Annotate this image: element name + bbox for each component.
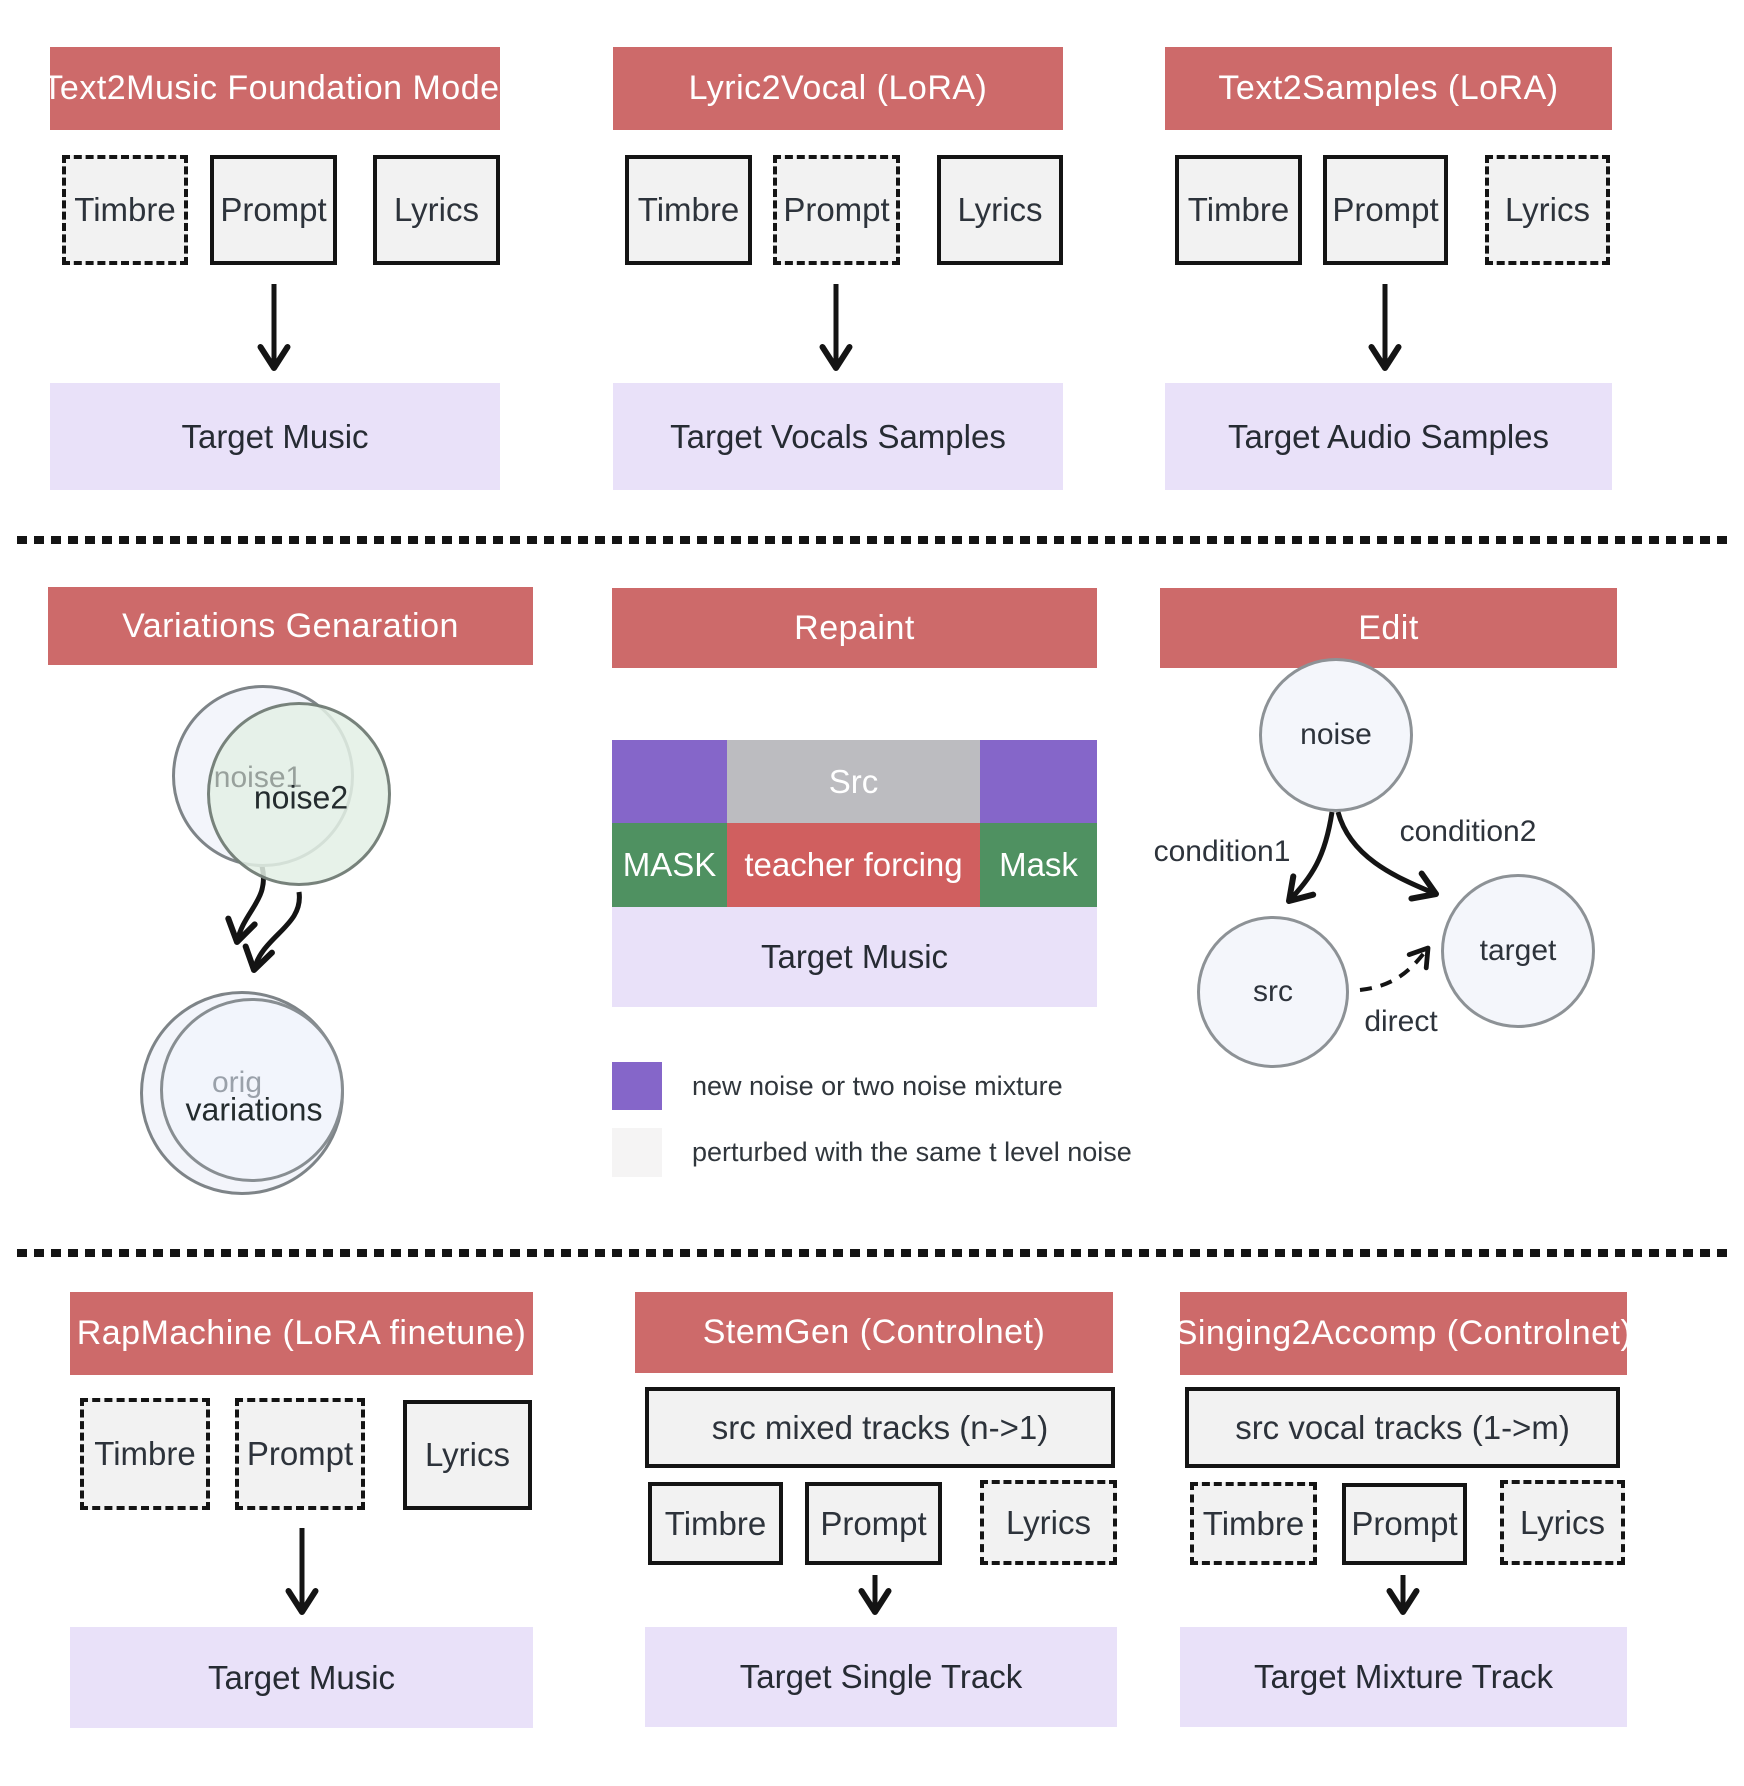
rapmachine-target: Target Music [70, 1627, 533, 1728]
edit-noise-circle [1259, 658, 1413, 812]
stemgen-lyrics-box: Lyrics [980, 1480, 1117, 1565]
lyric2vocal-target: Target Vocals Samples [613, 383, 1063, 490]
arrow-condition1 [1286, 811, 1335, 904]
stemgen-header: StemGen (Controlnet) [635, 1292, 1113, 1373]
legend-new-noise-label: new noise or two noise mixture [692, 1070, 1063, 1101]
repaint-teacher-forcing-block: teacher forcing [727, 823, 980, 907]
stemgen-prompt-box: Prompt [805, 1482, 942, 1565]
repaint-new-noise-right-block [980, 740, 1097, 823]
singing2accomp-lyrics-box: Lyrics [1500, 1480, 1625, 1565]
text2samples-timbre-box: Timbre [1175, 155, 1302, 265]
text2music-lyrics-box: Lyrics [373, 155, 500, 265]
row-divider-bottom [17, 1249, 1727, 1257]
noise2-circle [207, 702, 391, 886]
singing2accomp-header: Singing2Accomp (Controlnet) [1175, 1292, 1632, 1375]
text2samples-prompt-box: Prompt [1323, 155, 1448, 265]
condition1-label: condition1 [1153, 835, 1291, 868]
rapmachine-lyrics-box: Lyrics [403, 1400, 532, 1510]
stemgen-src-tracks-box: src mixed tracks (n->1) [645, 1387, 1115, 1468]
variations-label: variations [185, 1091, 323, 1128]
repaint-mask-right-block: Mask [980, 823, 1097, 907]
text2music-header: Text2Music Foundation Model [42, 47, 507, 130]
singing2accomp-prompt-box: Prompt [1342, 1483, 1467, 1565]
rapmachine-header: RapMachine (LoRA finetune) [70, 1292, 533, 1375]
edit-noise-label: noise [1300, 718, 1372, 751]
text2music-target: Target Music [50, 383, 500, 490]
text2samples-target: Target Audio Samples [1165, 383, 1612, 490]
repaint-mask-left-block: MASK [612, 823, 727, 907]
noise2-label: noise2 [253, 779, 349, 816]
lyric2vocal-timbre-box: Timbre [625, 155, 752, 265]
singing2accomp-src-tracks-box: src vocal tracks (1->m) [1185, 1387, 1620, 1468]
edit-target-circle [1441, 874, 1595, 1028]
rapmachine-prompt-box: Prompt [235, 1398, 365, 1510]
condition2-label: condition2 [1399, 815, 1537, 848]
repaint-header: Repaint [612, 588, 1097, 668]
repaint-new-noise-left-block [612, 740, 727, 823]
row-divider-top [17, 536, 1727, 544]
repaint-target: Target Music [612, 907, 1097, 1007]
direct-label: direct [1364, 1005, 1438, 1038]
rapmachine-timbre-box: Timbre [80, 1398, 210, 1510]
text2samples-lyrics-box: Lyrics [1485, 155, 1610, 265]
text2music-timbre-box: Timbre [62, 155, 188, 265]
text2music-prompt-box: Prompt [210, 155, 337, 265]
orig-label: orig [211, 1066, 263, 1099]
lyric2vocal-header: Lyric2Vocal (LoRA) [613, 47, 1063, 130]
text2samples-header: Text2Samples (LoRA) [1165, 47, 1612, 130]
edit-src-circle [1197, 916, 1349, 1068]
singing2accomp-target: Target Mixture Track [1180, 1627, 1627, 1727]
singing2accomp-timbre-box: Timbre [1190, 1482, 1317, 1565]
variations-header: Variations Genaration [48, 587, 533, 665]
noise1-label: noise1 [213, 761, 303, 794]
edit-target-label: target [1479, 934, 1557, 967]
stemgen-target: Target Single Track [645, 1627, 1117, 1727]
lyric2vocal-lyrics-box: Lyrics [937, 155, 1063, 265]
lyric2vocal-prompt-box: Prompt [773, 155, 900, 265]
legend-purple-swatch [612, 1062, 662, 1110]
arrow-variations-right [242, 891, 302, 973]
arrow-direct-dashed [1359, 945, 1431, 992]
legend-light-swatch [612, 1128, 662, 1177]
variations-circle [160, 998, 344, 1182]
edit-header: Edit [1160, 588, 1617, 668]
repaint-src-block: Src [727, 740, 980, 823]
edit-src-label: src [1253, 975, 1293, 1008]
legend-perturbed-label: perturbed with the same t level noise [692, 1136, 1132, 1167]
stemgen-timbre-box: Timbre [648, 1482, 783, 1565]
